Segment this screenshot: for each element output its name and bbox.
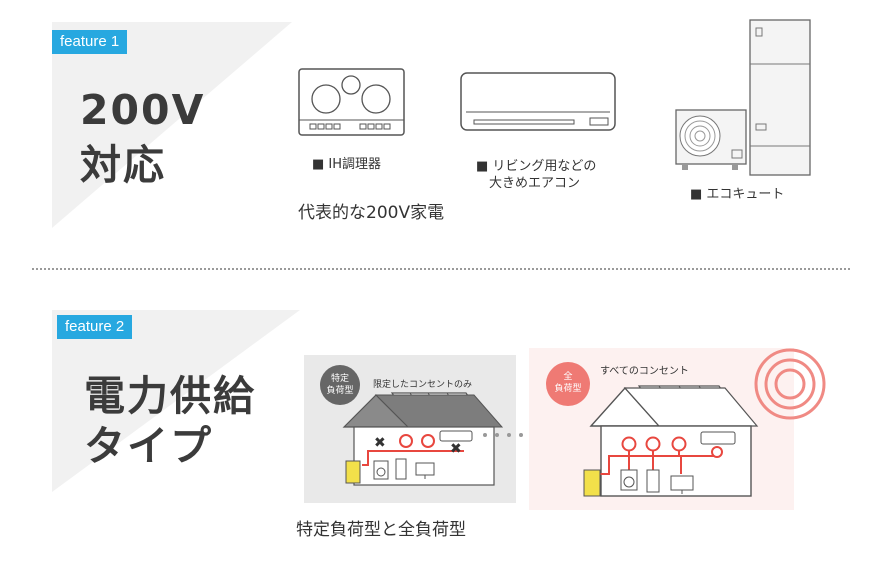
specific-load-circle-line1: 特定	[330, 374, 349, 384]
air-conditioner-label-line2: 大きめエアコン	[489, 176, 581, 191]
feature1-title-line2: 対応	[80, 141, 166, 189]
full-load-circle-line2: 負荷型	[554, 384, 582, 394]
ih-cooker-label: ■ IH調理器	[312, 157, 382, 172]
ecocute-icon	[675, 19, 811, 176]
feature2-title-line1: 電力供給	[84, 372, 256, 420]
specific-load-circle: 特定 負荷型	[320, 365, 360, 405]
svg-text:✖: ✖	[450, 441, 462, 457]
specific-load-house-icon: ✖ ✖	[342, 392, 504, 486]
feature2-title-line2: タイプ	[84, 422, 213, 470]
feature2-caption: 特定負荷型と全負荷型	[296, 520, 466, 540]
feature1-badge: feature 1	[52, 30, 128, 54]
section-divider	[32, 268, 850, 270]
feature2-badge: feature 2	[57, 315, 133, 339]
air-conditioner-icon	[460, 72, 616, 131]
full-load-note: すべてのコンセント	[600, 366, 689, 377]
specific-load-circle-line2: 負荷型	[326, 386, 354, 396]
full-load-rings-icon	[754, 348, 826, 420]
full-load-circle-line1: 全	[563, 372, 573, 382]
ih-cooker-icon	[298, 68, 405, 136]
specific-load-note: 限定したコンセントのみ	[373, 380, 473, 390]
feature1-title-line1: 200V	[80, 86, 206, 134]
air-conditioner-label-line1: ■ リビング用などの	[476, 159, 597, 174]
ecocute-label: ■ エコキュート	[690, 187, 785, 202]
svg-text:✖: ✖	[374, 435, 386, 451]
full-load-circle: 全 負荷型	[546, 362, 590, 406]
feature1-caption: 代表的な200V家電	[298, 203, 445, 223]
full-load-house-icon	[583, 385, 759, 497]
